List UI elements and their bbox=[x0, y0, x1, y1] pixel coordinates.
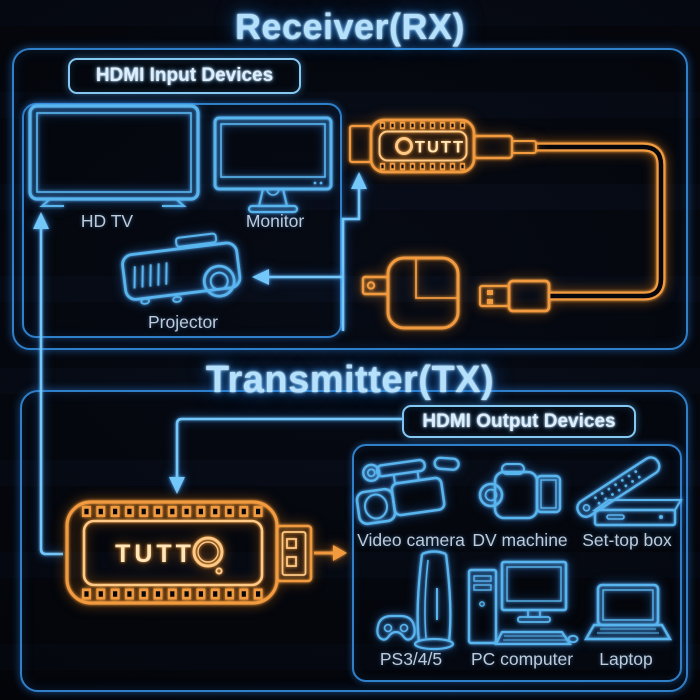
transmitter-title: Transmitter(TX) bbox=[205, 359, 495, 401]
ps-console-icon bbox=[370, 548, 462, 653]
ps-label: PS3/4/5 bbox=[379, 649, 443, 669]
dv-machine-label: DV machine bbox=[472, 530, 568, 550]
receiver-dongle-brand: TUTT bbox=[415, 139, 465, 157]
arrow-down-to-transmitter-dongle-icon bbox=[169, 417, 402, 494]
transmitter-hdmi-plug-icon bbox=[275, 524, 313, 583]
projector-label: Projector bbox=[147, 312, 219, 332]
tutt-ring-logo-icon bbox=[395, 137, 413, 155]
arrow-left-to-projector-icon bbox=[252, 269, 343, 285]
usb-cable-icon bbox=[478, 142, 666, 313]
transmitter-panel bbox=[20, 390, 688, 692]
dv-machine-icon bbox=[478, 458, 566, 530]
monitor-icon bbox=[212, 113, 337, 214]
transmitter-dongle-brand: TUTT bbox=[115, 540, 195, 568]
laptop-label: Laptop bbox=[599, 649, 653, 669]
arrow-up-to-hdtv-icon bbox=[33, 212, 63, 556]
hdmi-output-devices-label: HDMI Output Devices bbox=[402, 405, 636, 438]
monitor-label: Monitor bbox=[245, 211, 305, 231]
receiver-panel bbox=[12, 48, 688, 350]
transmitter-dongle: TUTT bbox=[65, 500, 313, 605]
hdmi-input-devices-label: HDMI Input Devices bbox=[68, 58, 301, 94]
hdtv-label: HD TV bbox=[80, 211, 134, 231]
video-camera-label: Video camera bbox=[357, 530, 465, 550]
output-devices-subpanel bbox=[352, 444, 682, 682]
arrow-right-from-transmitter-icon bbox=[314, 545, 347, 561]
pc-computer-label: PC computer bbox=[470, 649, 574, 669]
set-top-box-label: Set-top box bbox=[582, 530, 672, 550]
hd-tv-icon bbox=[27, 103, 202, 209]
power-adapter-icon bbox=[361, 256, 460, 330]
receiver-hdmi-plug-icon bbox=[348, 124, 373, 164]
arrow-up-to-receiver-dongle-icon bbox=[341, 172, 367, 331]
receiver-dongle: TUTT bbox=[348, 118, 537, 174]
pc-computer-icon bbox=[466, 560, 579, 658]
tutt-ring-logo-icon bbox=[192, 536, 224, 568]
set-top-box-icon bbox=[575, 455, 685, 530]
video-camera-icon bbox=[350, 448, 465, 533]
laptop-icon bbox=[583, 583, 673, 647]
receiver-title: Receiver(RX) bbox=[234, 6, 466, 47]
projector-icon bbox=[112, 228, 262, 313]
input-devices-subpanel bbox=[22, 103, 342, 338]
